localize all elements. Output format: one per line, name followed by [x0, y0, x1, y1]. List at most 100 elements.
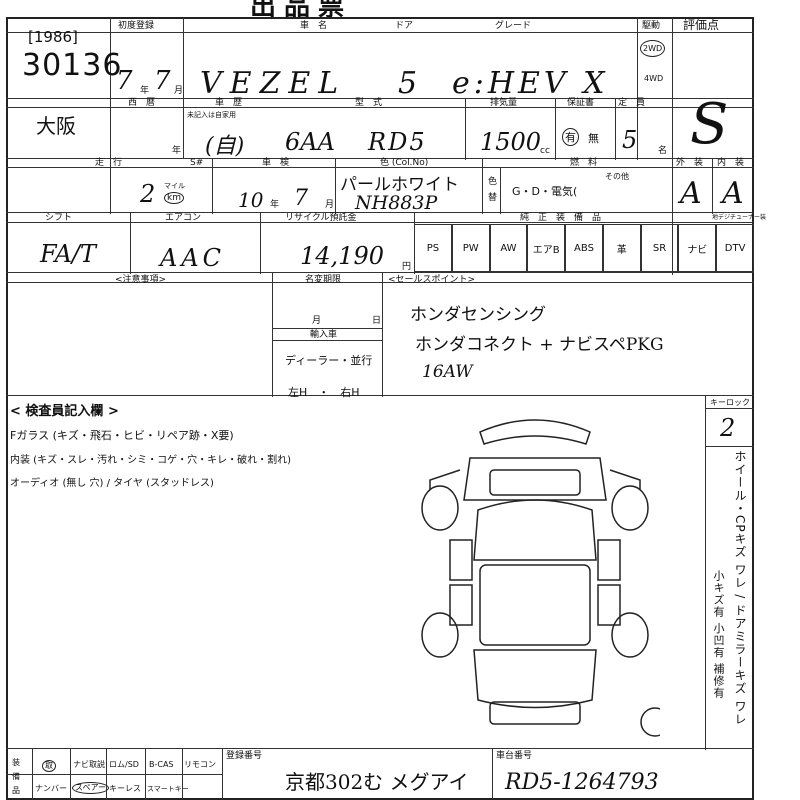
- km-unit: km: [164, 192, 184, 204]
- remote-label: リモコン: [184, 760, 216, 769]
- recycle-fee: 14,190: [300, 242, 384, 270]
- year-unit-row2: 年: [172, 146, 182, 156]
- model-prefix: 6AA: [285, 128, 335, 156]
- smart-key-label: スマートキー: [147, 785, 189, 793]
- first-reg-month: 7: [154, 66, 171, 96]
- color-code: NH883P: [355, 192, 438, 214]
- exterior-label: 外 装: [676, 158, 704, 168]
- mile-unit: マイル: [164, 182, 185, 190]
- equipment-item: ABS: [565, 224, 603, 272]
- capacity-value: 5: [622, 126, 638, 154]
- equipment-item: ナビ: [678, 224, 717, 272]
- equipped-label: 装備品: [12, 758, 20, 795]
- warranty-yes: 有: [562, 128, 579, 146]
- fuel-label: 燃 料: [570, 158, 598, 168]
- warranty-label: 保証書: [567, 98, 595, 108]
- s-no-label: S#: [190, 158, 204, 168]
- sales-point-3: 16AW: [422, 362, 473, 382]
- color-label: 色 (Col.No): [380, 158, 429, 168]
- inspection-line-3: オーディオ (無し 穴) / タイヤ (スタッドレス): [10, 478, 214, 489]
- door-count: 5: [398, 66, 418, 101]
- spare-label: スペアー: [72, 782, 109, 794]
- year-suffix: 年: [140, 86, 150, 96]
- model-code: RD5: [368, 128, 427, 156]
- inspection-month: 7: [294, 186, 308, 211]
- recycle-label: リサイクル預託金: [285, 213, 357, 223]
- lot-number: 30136: [22, 48, 123, 83]
- reg-no-label: 登録番号: [226, 751, 263, 761]
- score-value: S: [690, 92, 729, 157]
- name-change-label: 名変期限: [305, 275, 342, 285]
- steering-label: 左H ・ 右H: [288, 386, 360, 399]
- inspection-label: 車 検: [262, 158, 290, 168]
- sheet-title: 出品票: [250, 0, 353, 22]
- equipment-item: 革: [602, 224, 641, 272]
- bcas-label: B-CAS: [149, 760, 174, 769]
- drive-4wd: 4WD: [644, 74, 664, 83]
- fuel-options: G・D・電気(: [512, 185, 578, 198]
- history-value: (自): [205, 134, 245, 159]
- door-label: ドア: [395, 21, 414, 31]
- displacement-label: 排気量: [490, 98, 518, 108]
- nav-manual-label: ナビ取説: [73, 760, 105, 769]
- drive-label: 駆動: [642, 21, 661, 31]
- sales-point-1: ホンダセンシング: [410, 305, 546, 325]
- yen-unit: 円: [402, 262, 412, 272]
- year-tag: [1986]: [28, 28, 78, 46]
- legend-damage: ホイール・CPキズ ワレ / ドアミラーキズ ワレ: [733, 450, 747, 726]
- inspection-title: < 検査員記入欄 >: [10, 404, 119, 419]
- rom-sd-label: ロム/SD: [109, 760, 139, 769]
- mileage-value: 2: [140, 180, 156, 208]
- nav-tuner-label: 地デジチューナー装: [712, 214, 767, 221]
- name-change-month: 月: [312, 316, 322, 326]
- score-label: 評価点: [683, 18, 720, 32]
- caution-label: <注意事項>: [115, 275, 167, 285]
- interior-grade: A: [722, 176, 744, 211]
- inspection-line-1: Fガラス (キズ・飛石・ヒビ・リペア跡・X要): [10, 429, 234, 442]
- equipment-label: 純 正 装 備 品: [520, 213, 602, 223]
- footer-icon-1: 取: [42, 760, 56, 772]
- car-name-label: 車 名: [300, 21, 328, 31]
- equipment-item: PS: [414, 224, 452, 272]
- equipment-item: DTV: [716, 224, 754, 272]
- first-reg-year: 7: [116, 66, 133, 96]
- mileage-label: 走 行: [95, 158, 123, 168]
- history-label: 車 歴: [215, 98, 243, 108]
- shift-label: シフト: [45, 213, 73, 223]
- key-lock-value: 2: [720, 414, 736, 442]
- warranty-no: 無: [588, 132, 599, 145]
- inspection-month-unit: 月: [325, 200, 335, 210]
- chassis-no-label: 車台番号: [496, 751, 533, 761]
- grade-value: e:HEV X: [452, 66, 609, 101]
- displacement-value: 1500: [480, 128, 542, 156]
- shift-value: FA/T: [40, 240, 96, 268]
- region: 大阪: [36, 114, 76, 138]
- color-change-label: 色替: [488, 177, 498, 203]
- nishi-label: 西 暦: [128, 98, 156, 108]
- person-unit: 名: [658, 146, 668, 156]
- model-label: 型 式: [355, 98, 383, 108]
- cc-unit: cc: [540, 146, 550, 156]
- interior-label: 内 装: [717, 158, 745, 168]
- legend-repair: 小キズ有 小凹有 補修有: [712, 570, 725, 699]
- sales-point-label: <セールスポイント>: [388, 275, 476, 285]
- inspection-year: 10: [238, 188, 264, 212]
- import-label: 輸入車: [310, 330, 338, 340]
- number-plate-label: ナンバー: [35, 784, 67, 793]
- first-reg-label: 初度登録: [118, 21, 155, 31]
- history-note: 未記入は自家用: [187, 111, 236, 119]
- exterior-grade: A: [680, 176, 702, 211]
- car-name: VEZEL: [200, 66, 347, 101]
- inspection-line-2: 内装 (キズ・スレ・汚れ・シミ・コゲ・穴・キレ・破れ・割れ): [10, 455, 291, 466]
- car-diagram: [421, 419, 660, 737]
- drive-2wd: 2WD: [640, 40, 666, 57]
- color-name: パールホワイト: [340, 175, 459, 195]
- capacity-label: 定 員: [618, 98, 646, 108]
- aircon-value: AAC: [160, 244, 226, 272]
- month-suffix: 月: [174, 86, 184, 96]
- sales-point-2: ホンダコネクト + ナビスペPKG: [415, 335, 664, 355]
- equipment-item: AW: [489, 224, 528, 272]
- inspection-year-unit: 年: [270, 200, 280, 210]
- equipment-item: SR: [640, 224, 679, 272]
- equipment-item: エアB: [527, 224, 566, 272]
